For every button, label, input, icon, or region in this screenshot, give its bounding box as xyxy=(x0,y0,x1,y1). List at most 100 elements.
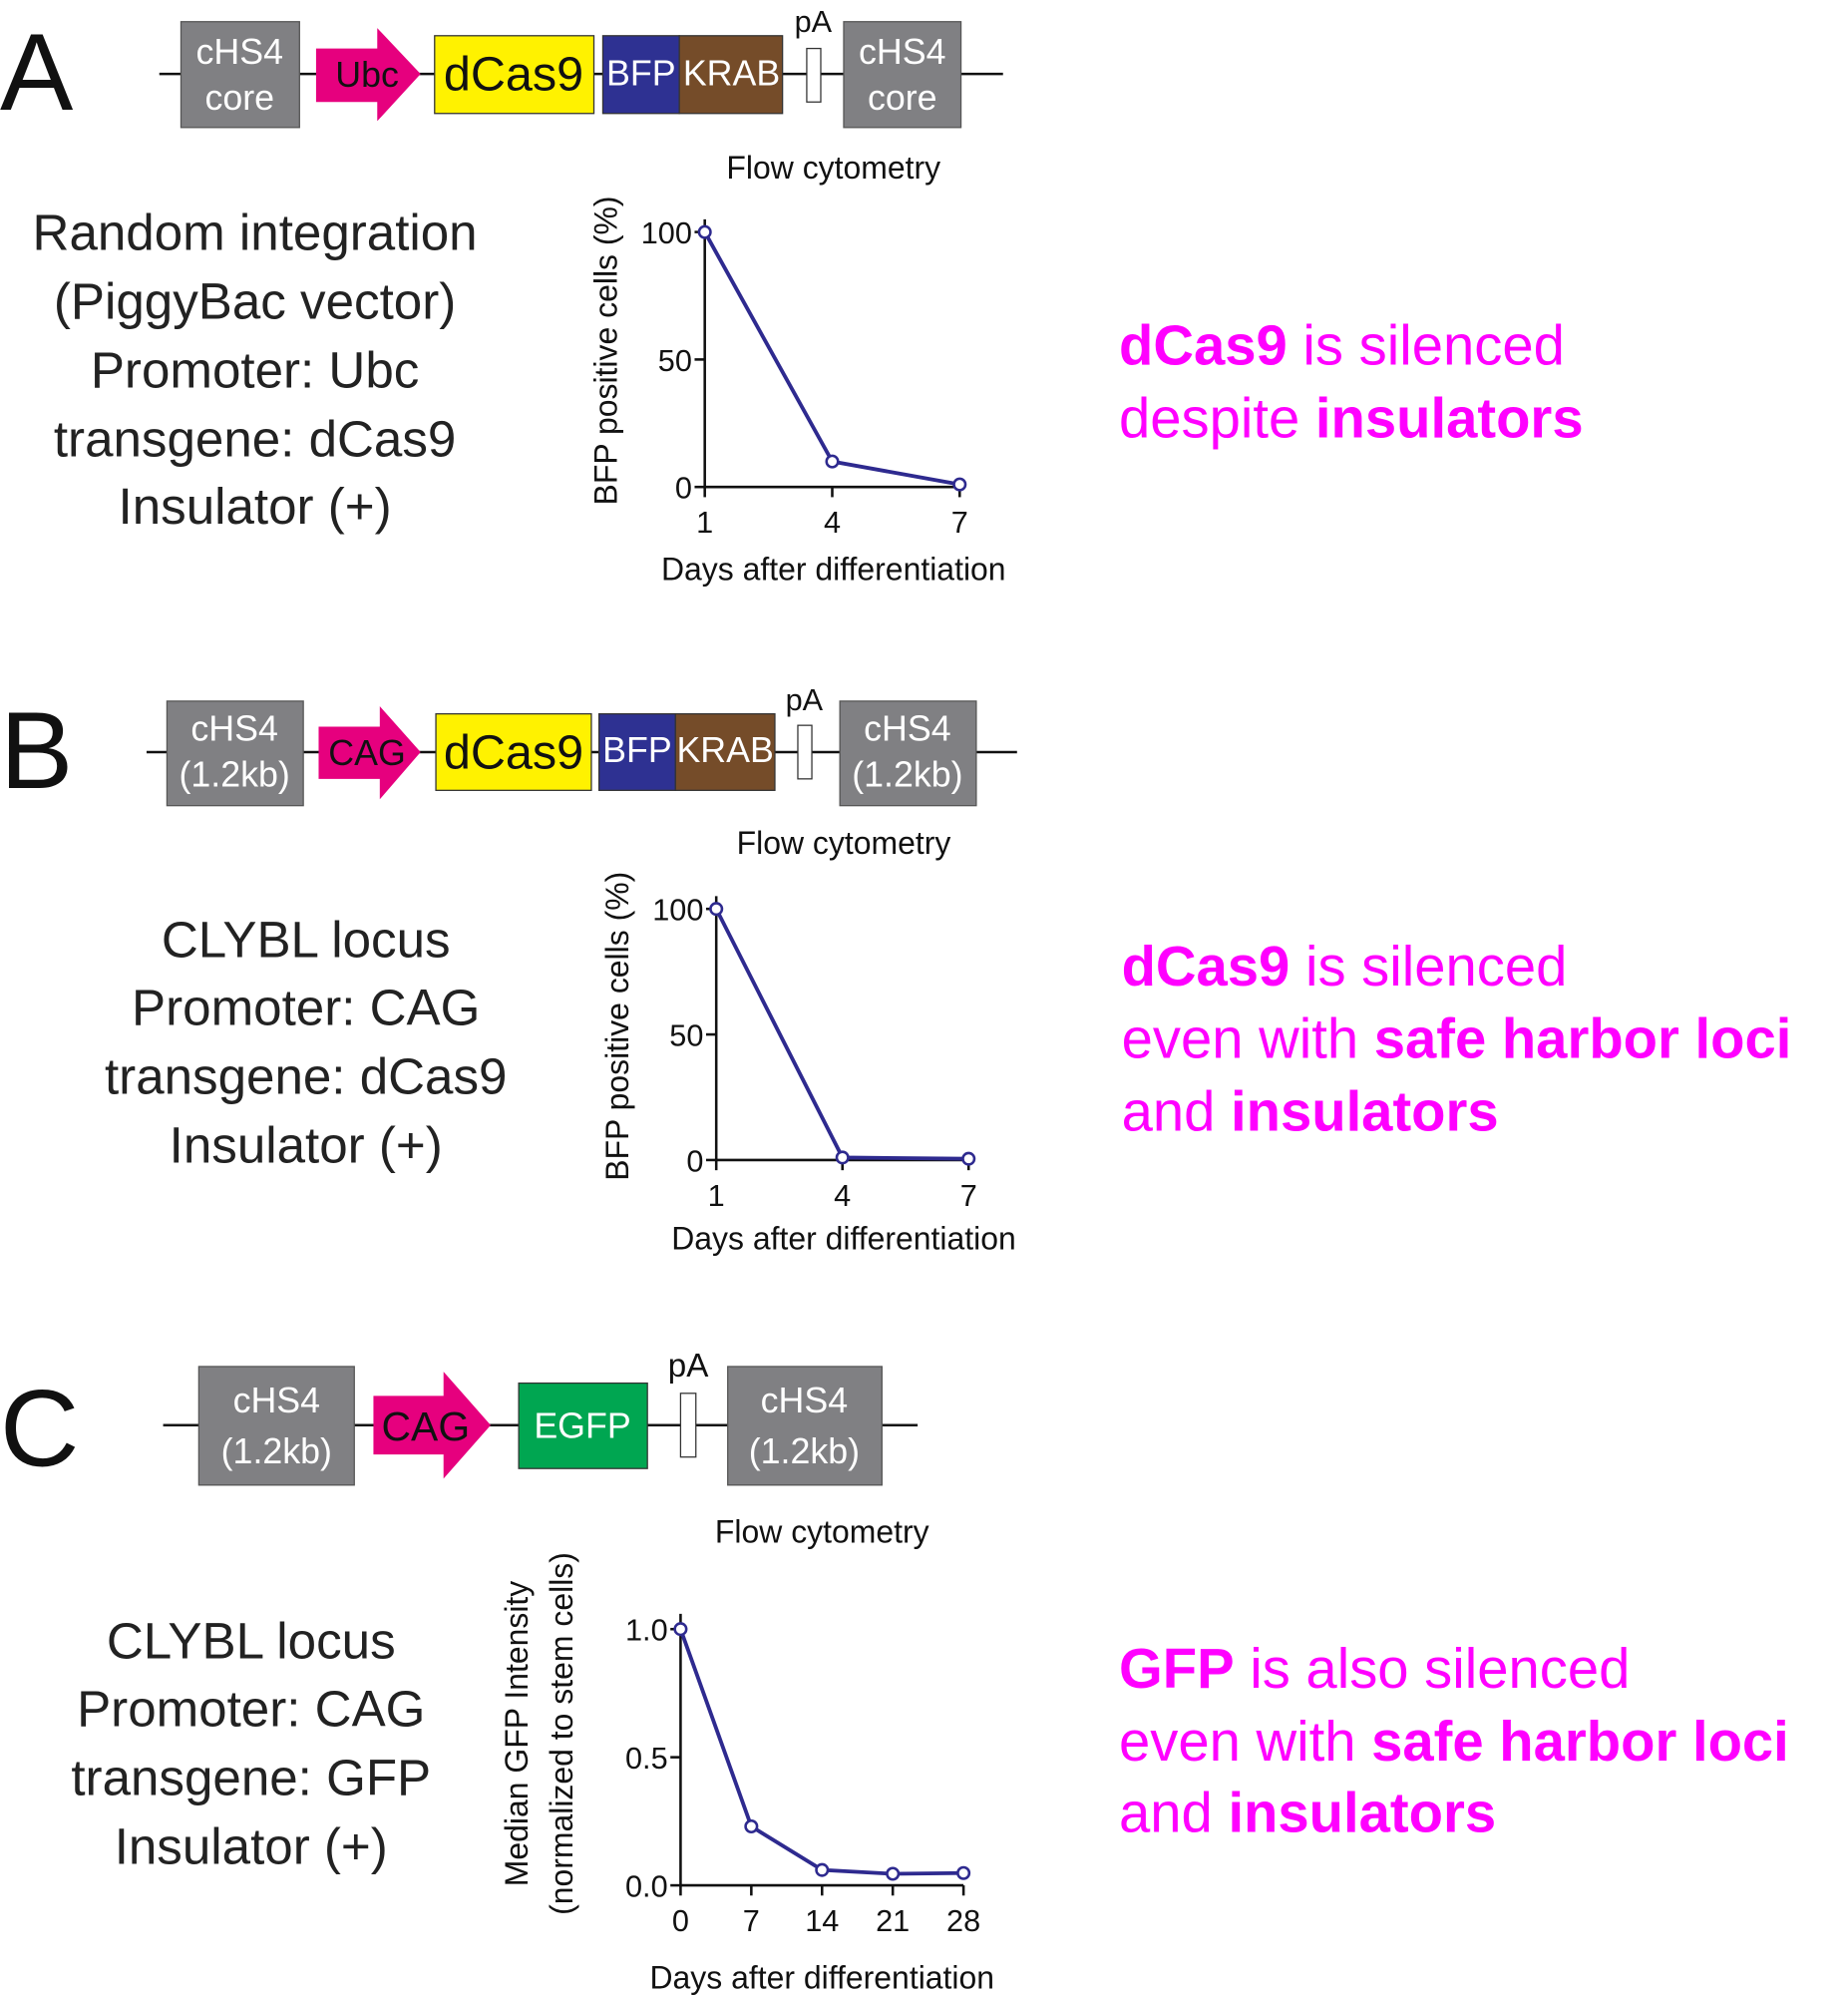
description-line: CLYBL locus xyxy=(107,1613,396,1670)
description-line: Promoter: CAG xyxy=(132,979,480,1035)
egfp-box xyxy=(518,1382,648,1469)
x-axis-label: Days after differentiation xyxy=(671,1220,1016,1256)
panel-letter: A xyxy=(0,12,74,134)
chart-title: Flow cytometry xyxy=(737,825,951,861)
insulator-right xyxy=(839,700,977,807)
krab-box xyxy=(674,713,776,791)
data-point xyxy=(961,1151,976,1166)
y-axis-label: BFP positive cells (%) xyxy=(599,872,635,1181)
polya-box xyxy=(797,724,813,780)
y-tick-label: 0.0 xyxy=(625,1870,668,1904)
conclusion: dCas9 is silenced despite insulators xyxy=(1119,314,1584,450)
conclusion-line: and insulators xyxy=(1122,1080,1499,1143)
data-line xyxy=(703,230,960,487)
insulator-right xyxy=(843,21,962,129)
x-tick-label: 4 xyxy=(834,1179,851,1213)
description-line: transgene: GFP xyxy=(71,1749,431,1805)
chart-a: Flow cytometry Days after differentiatio… xyxy=(588,150,1006,588)
conclusion-line: even with safe harbor loci xyxy=(1122,1007,1792,1070)
x-axis-label: Days after differentiation xyxy=(649,1960,994,1995)
insulator-label: (1.2kb) xyxy=(749,1431,860,1471)
x-tick-label: 1 xyxy=(708,1179,725,1213)
insulator-label: core xyxy=(204,78,274,118)
y-tick-label: 0.5 xyxy=(625,1742,668,1776)
bfp-label: BFP xyxy=(606,54,676,94)
x-tick-label: 4 xyxy=(824,506,841,540)
panel-letter: C xyxy=(0,1369,79,1490)
y-tick-label: 0 xyxy=(675,472,692,506)
insulator-label: (1.2kb) xyxy=(852,755,962,795)
gene-label: EGFP xyxy=(534,1406,630,1446)
y-tick-label: 100 xyxy=(641,216,692,250)
krab-label: KRAB xyxy=(676,730,773,770)
polya-label: pA xyxy=(786,683,824,717)
x-tick-label: 0 xyxy=(672,1904,689,1938)
insulator-label: (1.2kb) xyxy=(221,1431,332,1471)
panel-c: C cHS4 (1.2kb) CAG EGFP pA cHS4 (1.2kb) … xyxy=(0,1348,1789,1995)
polya-box xyxy=(679,1393,697,1458)
x-tick-label: 7 xyxy=(951,506,968,540)
insulator-left xyxy=(166,700,304,807)
insulator-left xyxy=(180,21,300,129)
data-point xyxy=(956,1865,971,1880)
y-tick-label: 1.0 xyxy=(625,1614,668,1648)
insulator-label: core xyxy=(868,78,937,118)
bfp-box xyxy=(597,713,676,791)
data-point xyxy=(825,454,840,469)
description-line: Promoter: CAG xyxy=(77,1680,425,1737)
chart-title: Flow cytometry xyxy=(726,150,940,186)
data-point xyxy=(815,1862,830,1877)
promoter-label: CAG xyxy=(328,733,406,773)
polya-label: pA xyxy=(668,1348,709,1385)
bfp-box xyxy=(601,35,680,115)
insulator-label: cHS4 xyxy=(190,708,277,748)
y-tick-label: 100 xyxy=(652,894,703,928)
insulator-label: cHS4 xyxy=(761,1381,848,1420)
data-line xyxy=(714,908,969,1161)
data-point xyxy=(744,1818,759,1834)
data-point xyxy=(886,1866,901,1881)
promoter-arrow xyxy=(373,1372,492,1479)
description-line: Promoter: Ubc xyxy=(91,342,419,399)
data-point xyxy=(697,224,712,239)
chart-title: Flow cytometry xyxy=(715,1513,929,1549)
gene-label: dCas9 xyxy=(444,726,583,780)
promoter-arrow xyxy=(315,28,421,122)
promoter-label: Ubc xyxy=(335,55,399,95)
panel-b: B cHS4 (1.2kb) CAG dCas9 BFP KRAB pA cHS… xyxy=(0,683,1791,1257)
description-line: transgene: dCas9 xyxy=(105,1047,507,1104)
promoter-arrow xyxy=(318,705,421,800)
y-axis-label-2: (normalized to stem cells) xyxy=(544,1552,579,1915)
y-tick-label: 50 xyxy=(669,1019,703,1053)
data-point xyxy=(952,477,967,492)
promoter-label: CAG xyxy=(382,1403,471,1449)
polya-box xyxy=(806,47,822,103)
bfp-label: BFP xyxy=(602,730,672,770)
gene-box xyxy=(435,713,592,791)
description: CLYBL locus Promoter: CAG transgene: dCa… xyxy=(105,912,507,1174)
y-tick-label: 50 xyxy=(658,344,692,378)
insulator-label: (1.2kb) xyxy=(179,755,289,795)
x-tick-label: 1 xyxy=(696,506,713,540)
panel-a: A cHS4 core Ubc dCas9 BFP KRAB pA cHS4 c… xyxy=(0,5,1584,588)
x-tick-label: 14 xyxy=(805,1904,839,1938)
data-point xyxy=(673,1622,688,1637)
panel-letter: B xyxy=(0,690,73,812)
data-point xyxy=(835,1150,850,1165)
y-axis-label: BFP positive cells (%) xyxy=(588,196,624,505)
gene-label: dCas9 xyxy=(444,48,583,102)
data-line xyxy=(678,1628,964,1876)
conclusion-line: dCas9 is silenced xyxy=(1119,314,1565,377)
x-tick-label: 7 xyxy=(960,1179,977,1213)
y-axis-label: Median GFP Intensity xyxy=(499,1581,535,1887)
description-line: (PiggyBac vector) xyxy=(54,273,456,330)
description: Random integration (PiggyBac vector) Pro… xyxy=(33,203,478,535)
gene-box xyxy=(434,35,595,115)
x-tick-label: 28 xyxy=(946,1904,980,1938)
conclusion-line: even with safe harbor loci xyxy=(1119,1710,1789,1773)
chart-c: Flow cytometry Days after differentiatio… xyxy=(499,1513,994,1995)
conclusion: dCas9 is silenced even with safe harbor … xyxy=(1122,935,1792,1143)
krab-box xyxy=(678,35,784,115)
x-axis-label: Days after differentiation xyxy=(661,551,1006,587)
